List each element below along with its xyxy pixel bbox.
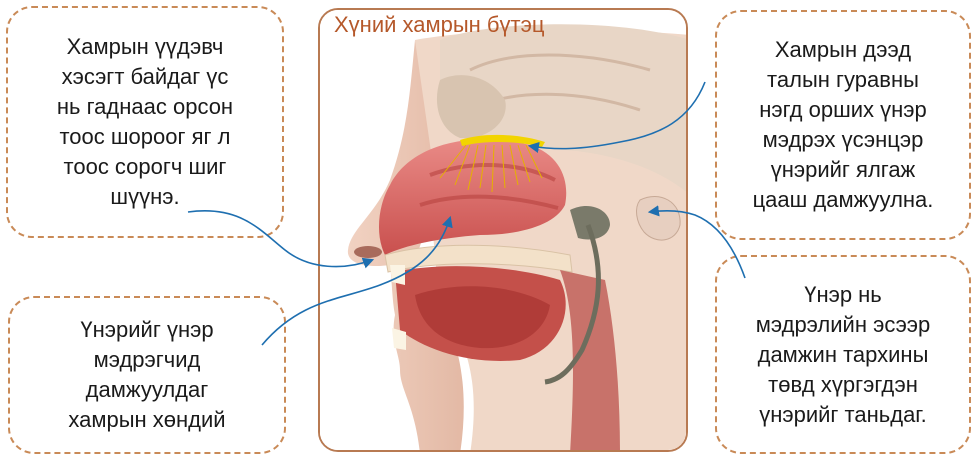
head-cross-section-illustration (320, 10, 688, 452)
anatomy-illustration-frame: Хүний хамрын бүтэц (318, 8, 688, 452)
callout-nose-hairs: Хамрын үүдэвч хэсэгт байдаг үс нь гаднаа… (6, 6, 284, 238)
callout-nose-hairs-text: Хамрын үүдэвч хэсэгт байдаг үс нь гаднаа… (57, 32, 233, 212)
diagram-title: Хүний хамрын бүтэц (334, 12, 544, 38)
callout-nasal-cavity-text: Үнэрийг үнэр мэдрэгчид дамжуулдаг хамрын… (68, 315, 225, 435)
callout-olfactory-hairs-text: Хамрын дээд талын гуравны нэгд орших үнэ… (753, 35, 934, 215)
callout-brain-recognition-text: Үнэр нь мэдрэлийн эсээр дамжин тархины т… (756, 280, 931, 430)
callout-nasal-cavity: Үнэрийг үнэр мэдрэгчид дамжуулдаг хамрын… (8, 296, 286, 454)
callout-brain-recognition: Үнэр нь мэдрэлийн эсээр дамжин тархины т… (715, 255, 971, 454)
callout-olfactory-hairs: Хамрын дээд талын гуравны нэгд орших үнэ… (715, 10, 971, 240)
